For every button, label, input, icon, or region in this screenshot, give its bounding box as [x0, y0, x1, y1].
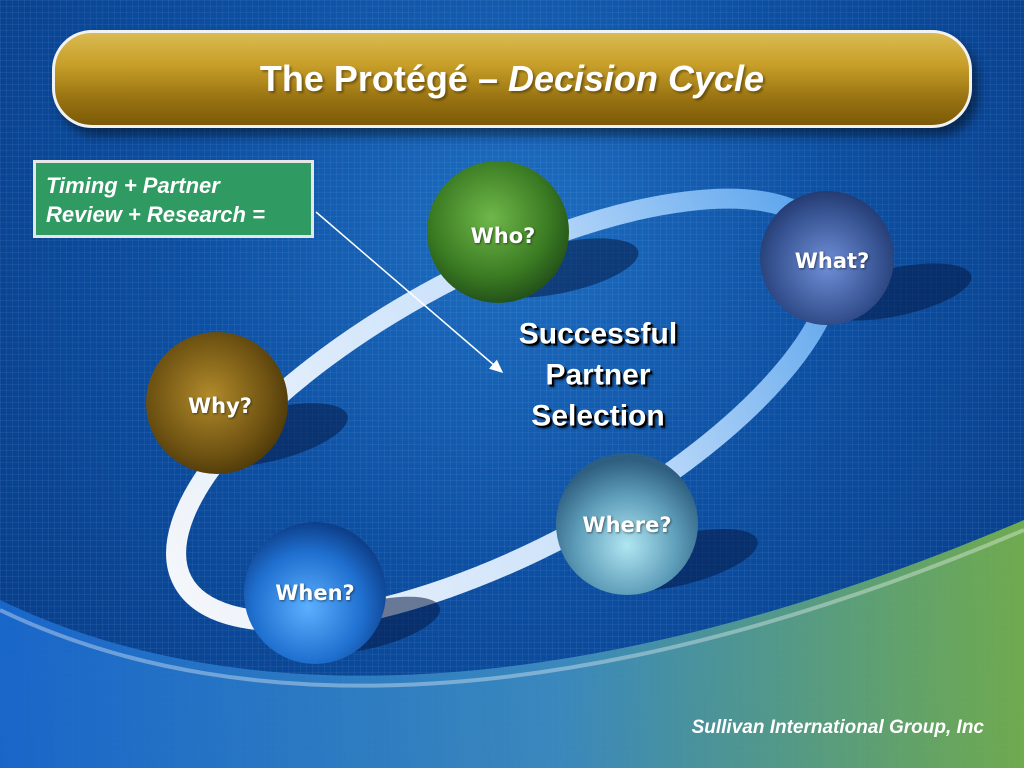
when-label: When?: [275, 581, 355, 605]
what-sphere: [760, 191, 894, 325]
bottom-wave: [0, 520, 1024, 768]
callout-line-1: Timing + Partner: [46, 173, 220, 198]
callout-arrow: [315, 211, 504, 373]
center-line-2: Partner: [545, 358, 651, 392]
title-bar: The Protégé – Decision Cycle: [52, 30, 972, 128]
wave-highlight: [0, 528, 1024, 688]
where-sphere: [556, 453, 698, 595]
why-sphere: [146, 332, 288, 474]
slide-title: The Protégé – Decision Cycle: [260, 58, 764, 100]
callout-line-2: Review + Research =: [46, 202, 265, 227]
callout-box: Timing + Partner Review + Research =: [33, 160, 314, 238]
title-main: The Protégé –: [259, 58, 508, 99]
title-italic: Decision Cycle: [507, 58, 765, 99]
why-label: Why?: [188, 394, 252, 418]
footer-company: Sullivan International Group, Inc: [691, 717, 984, 738]
who-label: Who?: [470, 224, 536, 248]
when-sphere: [244, 522, 386, 664]
who-sphere: [427, 161, 569, 303]
center-line-3: Selection: [531, 399, 665, 433]
center-statement: Successful Partner Selection: [519, 314, 677, 437]
where-label: Where?: [582, 513, 672, 537]
what-label: What?: [794, 249, 870, 273]
center-line-1: Successful: [518, 317, 678, 351]
